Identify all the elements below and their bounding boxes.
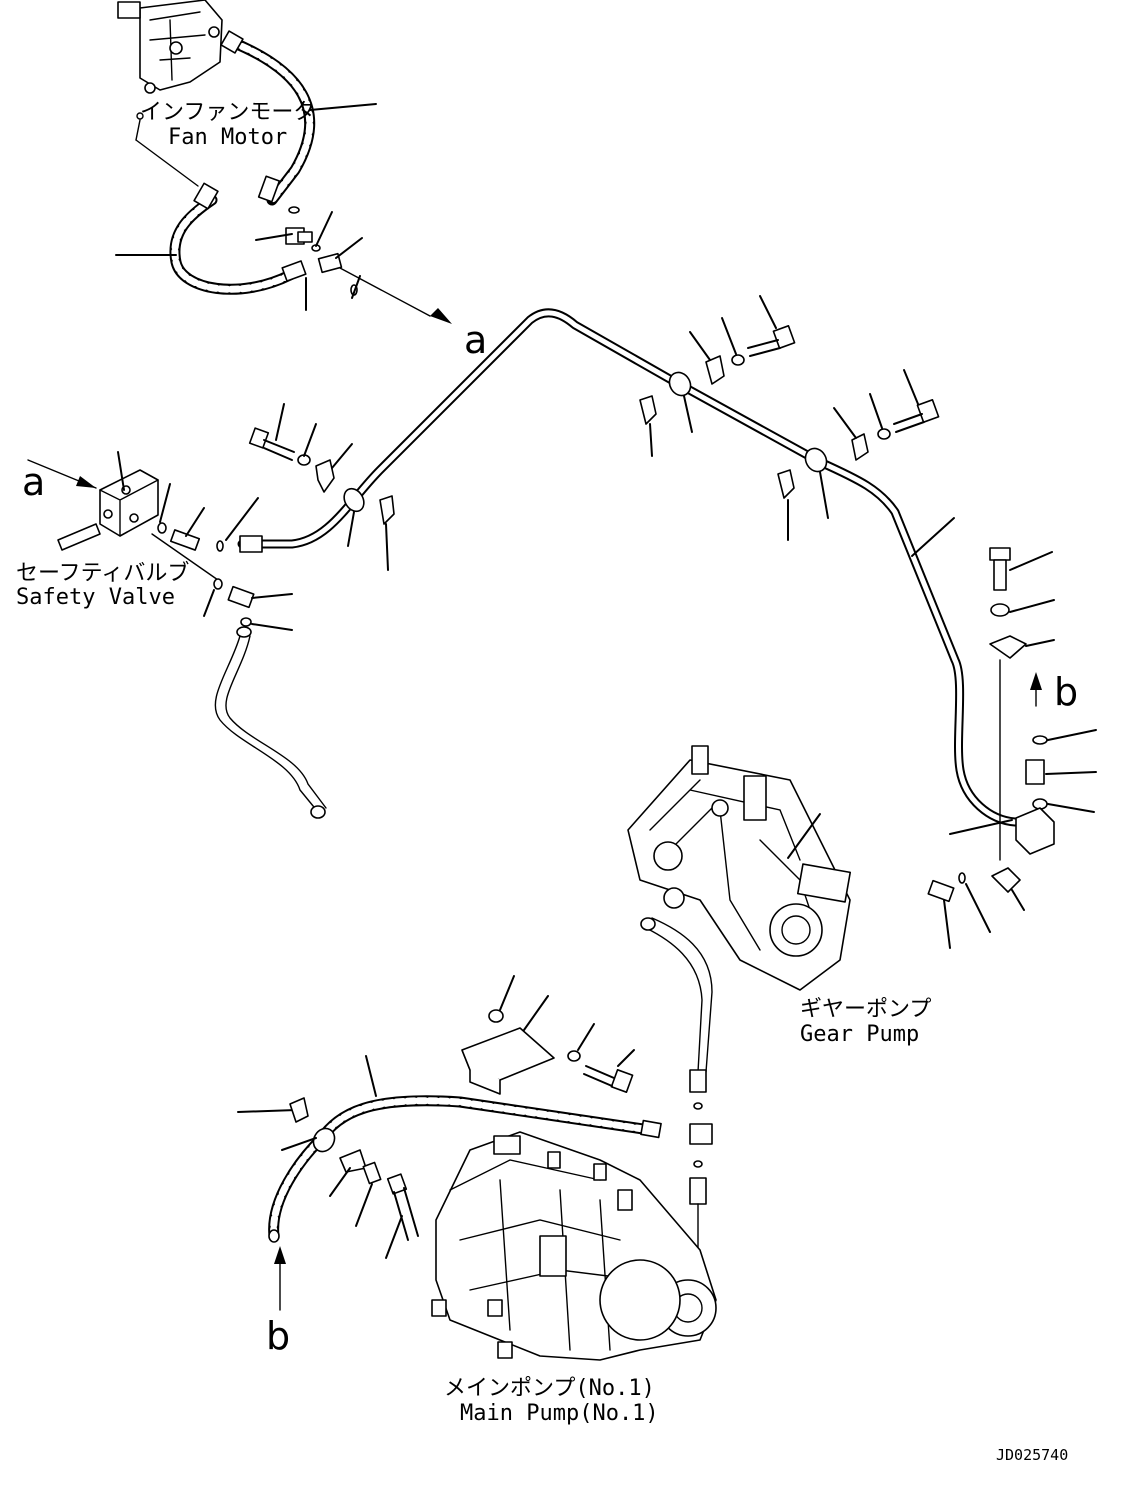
- main-pump-drawing: [431, 1131, 717, 1361]
- safety-valve-label-en: Safety Valve: [16, 585, 175, 610]
- main-pump-label-en: Main Pump(No.1): [460, 1401, 659, 1426]
- main-pump-label-jp: メインポンプ(No.1): [444, 1376, 655, 1401]
- gear-pump-label-en: Gear Pump: [800, 1022, 920, 1047]
- gear-pump-label-jp: ギヤーポンプ: [800, 997, 932, 1022]
- safety-valve-label-jp: セーフティバルブ: [16, 561, 190, 586]
- safety-valve-drawing: [57, 469, 159, 551]
- gear-pump-drawing: [627, 745, 852, 991]
- ref-a-left: a: [22, 460, 46, 504]
- ref-b-right: b: [1054, 670, 1079, 714]
- fan-motor-drawing: [117, 0, 223, 120]
- fan-motor-label-jp: インファンモータ: [140, 100, 316, 125]
- ref-a-top: a: [464, 318, 488, 362]
- ref-b-bottom: b: [266, 1314, 291, 1358]
- drawing-code: JD025740: [996, 1446, 1069, 1464]
- fan-motor-label-en: Fan Motor: [168, 125, 288, 150]
